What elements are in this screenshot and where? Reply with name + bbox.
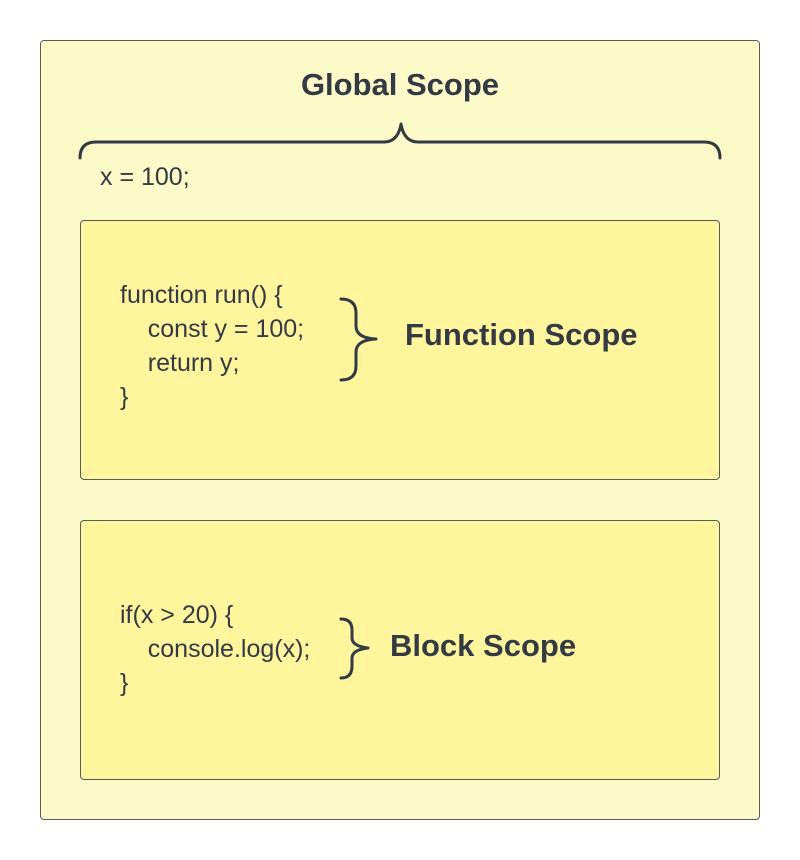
- block-code-line-2: console.log(x);: [120, 635, 311, 663]
- block-code-line-1: if(x > 20) {: [120, 601, 234, 629]
- block-code-line-3: }: [120, 669, 129, 697]
- function-scope-box: [80, 220, 720, 480]
- function-code-line-1: function run() {: [120, 281, 283, 309]
- block-scope-label: Block Scope: [390, 628, 577, 663]
- function-code-line-3: return y;: [120, 349, 240, 377]
- block-scope-box: [80, 520, 720, 780]
- function-code-line-2: const y = 100;: [120, 315, 305, 343]
- global-scope-title: Global Scope: [300, 67, 500, 102]
- function-code-line-4: }: [120, 383, 129, 411]
- global-code-line: x = 100;: [100, 163, 190, 191]
- function-scope-label: Function Scope: [405, 317, 638, 352]
